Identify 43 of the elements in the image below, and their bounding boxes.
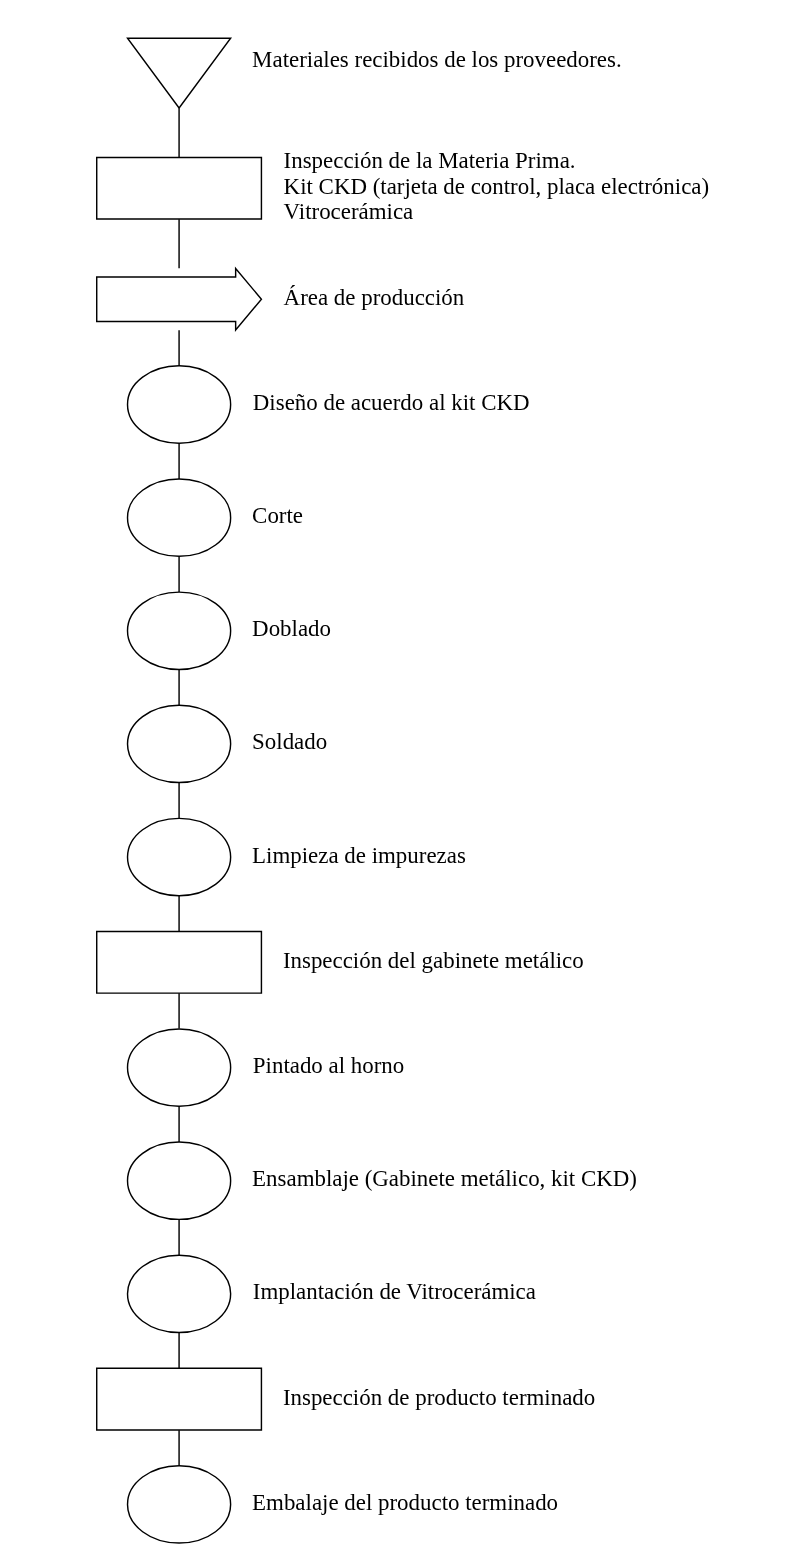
connector (178, 1105, 180, 1143)
node-ellipse (126, 817, 232, 897)
node-label: Limpieza de impurezas (252, 842, 466, 868)
connector (178, 107, 180, 158)
node-label: Área de producción (283, 284, 465, 310)
node-triangle (126, 37, 233, 110)
node-label: Diseño de acuerdo al kit CKD (252, 389, 530, 415)
connector (178, 1429, 180, 1467)
node-label: Corte (252, 503, 304, 529)
node-label: Kit CKD (tarjeta de control, placa electrónica) (283, 173, 710, 199)
connector (178, 781, 180, 820)
node-ellipse (126, 591, 232, 671)
connector (178, 442, 180, 480)
connector (178, 1218, 180, 1256)
node-label: Soldado (252, 729, 328, 755)
node-arrow (96, 266, 263, 332)
node-box (96, 930, 263, 994)
node-ellipse (126, 1141, 232, 1221)
node-ellipse (126, 1254, 232, 1334)
connector (178, 1332, 180, 1369)
node-box (96, 1367, 263, 1431)
node-label: Vitrocerámica (283, 199, 414, 225)
node-ellipse (126, 478, 232, 557)
node-label: Inspección del gabinete metálico (282, 947, 584, 973)
node-label: Inspección de producto terminado (282, 1384, 596, 1410)
connector (178, 895, 180, 933)
connector (178, 668, 180, 706)
node-label: Ensamblaje (Gabinete metálico, kit CKD) (252, 1166, 637, 1192)
node-ellipse (126, 365, 232, 444)
node-label: Embalaje del producto terminado (252, 1489, 559, 1515)
node-ellipse (126, 704, 232, 784)
node-label: Pintado al horno (252, 1053, 405, 1079)
node-label: Materiales recibidos de los proveedores. (252, 46, 622, 72)
connector (178, 555, 180, 593)
connector (178, 218, 180, 269)
node-label: Implantación de Vitrocerámica (252, 1279, 536, 1305)
node-box (96, 156, 263, 220)
node-ellipse (126, 1028, 232, 1107)
node-ellipse (126, 1465, 232, 1544)
node-label: Doblado (252, 616, 332, 642)
connector (178, 329, 180, 367)
connector (178, 992, 180, 1030)
node-label: Inspección de la Materia Prima. (283, 147, 576, 173)
